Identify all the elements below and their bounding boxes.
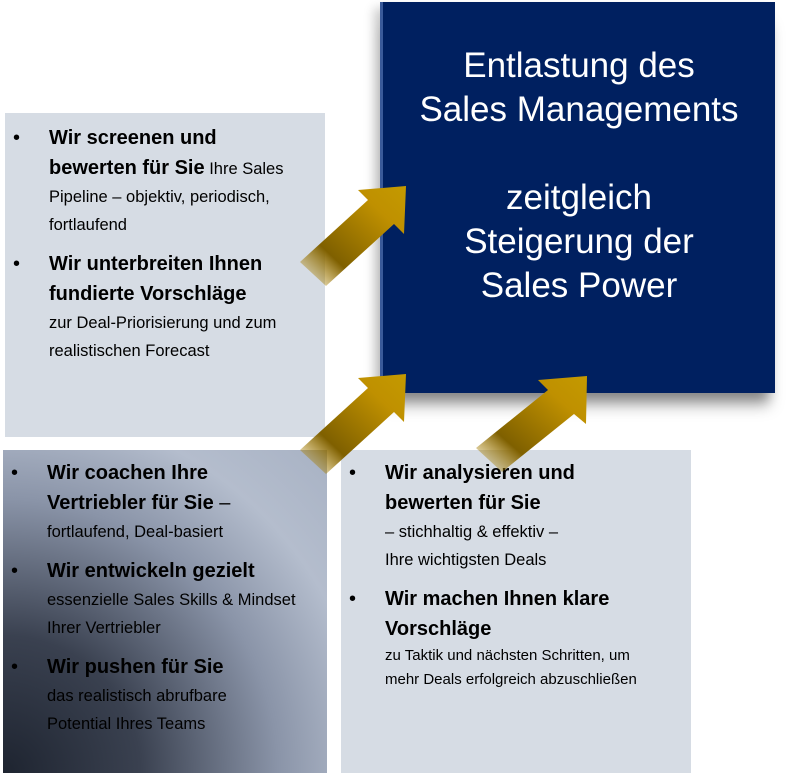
item-bold: Wir pushen für Sie — [47, 656, 224, 678]
item-text: das realistisch abrufbare Potential Ihre… — [47, 687, 227, 733]
item-bold: Wir coachen Ihre Vertriebler für Sie — [47, 462, 214, 514]
item-text: fortlaufend, Deal-basiert — [47, 523, 224, 541]
item-bold: Wir unterbreiten Ihnen fundierte Vorschl… — [49, 253, 263, 305]
item-text: zu Taktik und nächsten Schritten, um meh… — [385, 647, 637, 688]
list-item: Wir coachen Ihre Vertriebler für Sie – f… — [3, 458, 327, 546]
list-item: Wir screenen und bewerten für Sie Ihre S… — [5, 123, 325, 239]
item-text: – stichhaltig & effektiv – Ihre wichtigs… — [385, 523, 559, 569]
list-item: Wir unterbreiten Ihnen fundierte Vorschl… — [5, 249, 325, 365]
central-goal-box: Entlastung des Sales Managements zeitgle… — [380, 2, 775, 393]
item-text: Ihre Sales Pipeline – objektiv, periodis… — [49, 160, 284, 234]
goal-line: Sales Managements — [419, 90, 739, 129]
goal-line: Sales Power — [480, 266, 678, 305]
item-bold: Wir screenen und bewerten für Sie — [49, 127, 217, 179]
item-text: essenzielle Sales Skills & Mindset Ihrer… — [47, 591, 296, 637]
item-dash: – — [213, 492, 231, 514]
goal-line: Entlastung des — [463, 46, 695, 85]
goal-line: zeitgleich — [506, 178, 652, 217]
item-bold: Wir machen Ihnen klare Vorschläge — [385, 588, 610, 640]
item-bold: Wir entwickeln gezielt — [47, 560, 255, 582]
list-item: Wir pushen für Sie das realistisch abruf… — [3, 652, 327, 738]
top-left-panel: Wir screenen und bewerten für Sie Ihre S… — [5, 113, 325, 437]
list-item: Wir analysieren und bewerten für Sie – s… — [341, 458, 691, 574]
goal-line: Steigerung der — [464, 222, 694, 261]
item-text: zur Deal-Priorisierung und zum realistis… — [49, 314, 277, 360]
item-bold: Wir analysieren und bewerten für Sie — [385, 462, 575, 514]
list-item: Wir machen Ihnen klare Vorschläge zu Tak… — [341, 584, 691, 692]
bottom-left-panel: Wir coachen Ihre Vertriebler für Sie – f… — [3, 450, 327, 773]
bottom-right-panel: Wir analysieren und bewerten für Sie – s… — [341, 450, 691, 773]
list-item: Wir entwickeln gezielt essenzielle Sales… — [3, 556, 327, 642]
